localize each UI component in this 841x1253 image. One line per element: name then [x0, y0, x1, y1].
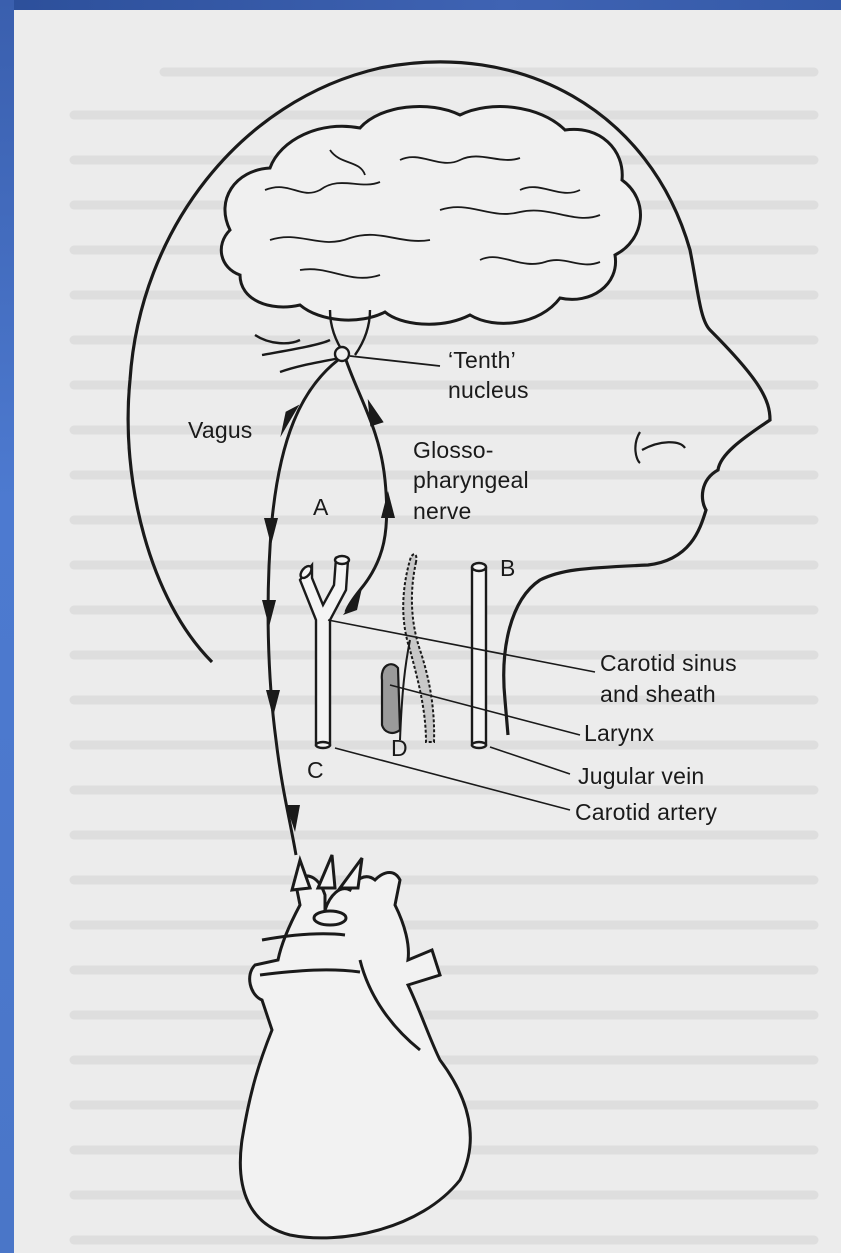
leader-lines	[328, 620, 595, 810]
nostril	[635, 432, 685, 463]
label-c: C	[307, 757, 324, 784]
label-jugular-vein: Jugular vein	[578, 763, 704, 790]
label-glosso-2: pharyngeal	[413, 467, 529, 494]
label-tenth: ‘Tenth’	[448, 347, 516, 374]
tenth-nucleus-leader	[350, 356, 440, 366]
jugular-vein-vessel	[472, 563, 486, 748]
label-glosso-3: nerve	[413, 498, 472, 525]
label-nucleus: nucleus	[448, 377, 529, 404]
heart	[240, 873, 470, 1238]
label-carotid-sinus-2: and sheath	[600, 681, 716, 708]
glossopharyngeal-nerve	[346, 360, 387, 612]
aortic-arch-branches	[292, 855, 362, 890]
carotid-artery-vessel	[298, 556, 349, 748]
label-b: B	[500, 555, 516, 582]
larynx-vessel	[382, 664, 400, 733]
brain	[221, 106, 640, 324]
label-carotid-artery: Carotid artery	[575, 799, 717, 826]
label-larynx: Larynx	[584, 720, 654, 747]
glosso-arrows	[343, 397, 395, 615]
label-vagus: Vagus	[188, 417, 253, 444]
label-a: A	[313, 494, 329, 521]
label-d: D	[391, 735, 408, 762]
label-carotid-sinus-1: Carotid sinus	[600, 650, 737, 677]
label-glosso-1: Glosso-	[413, 437, 494, 464]
